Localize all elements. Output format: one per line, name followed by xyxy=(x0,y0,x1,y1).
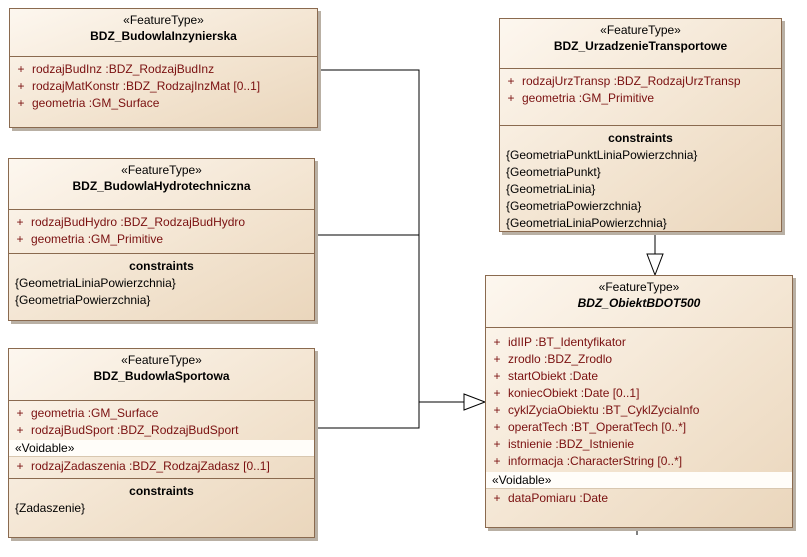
voidable-label: «Voidable» xyxy=(9,440,314,457)
class-box-budowla-inzynierska[interactable]: «FeatureType» BDZ_BudowlaInzynierska +ro… xyxy=(9,8,318,128)
attribute-list: +geometria :GM_Surface +rodzajBudSport :… xyxy=(9,401,314,440)
class-box-budowla-sportowa[interactable]: «FeatureType» BDZ_BudowlaSportowa +geome… xyxy=(8,348,315,538)
constraints-title: constraints xyxy=(129,484,194,498)
constraint-row: {GeometriaLinia} xyxy=(506,182,596,196)
class-header: «FeatureType» BDZ_BudowlaSportowa xyxy=(9,349,314,401)
constraint-row: {GeometriaPowierzchnia} xyxy=(15,293,151,307)
attribute-row: +geometria :GM_Primitive xyxy=(507,91,655,105)
generalization-line-sportowa xyxy=(315,402,420,429)
attribute-row: +geometria :GM_Surface xyxy=(17,96,160,110)
class-name: BDZ_BudowlaInzynierska xyxy=(90,29,237,43)
constraints-title: constraints xyxy=(608,131,673,145)
attribute-row: +rodzajBudInz :BDZ_RodzajBudInz xyxy=(17,62,215,76)
class-header: «FeatureType» BDZ_UrzadzenieTransportowe xyxy=(500,19,781,69)
constraint-row: {GeometriaLiniaPowierzchnia} xyxy=(506,216,667,230)
stereotype-label: «FeatureType» xyxy=(598,280,680,294)
class-header: «FeatureType» BDZ_BudowlaInzynierska xyxy=(10,9,317,57)
voidable-attribute-list: +dataPomiaru :Date xyxy=(486,489,792,510)
attribute-row: +dataPomiaru :Date xyxy=(493,491,609,505)
class-box-urzadzenie-transportowe[interactable]: «FeatureType» BDZ_UrzadzenieTransportowe… xyxy=(499,18,782,232)
attribute-list: +rodzajUrzTransp :BDZ_RodzajUrzTransp +g… xyxy=(500,69,781,125)
stereotype-label: «FeatureType» xyxy=(123,13,204,27)
class-name: BDZ_ObiektBDOT500 xyxy=(577,296,701,310)
attribute-row: +rodzajBudHydro :BDZ_RodzajBudHydro xyxy=(16,215,246,229)
attribute-row: +geometria :GM_Primitive xyxy=(16,232,164,246)
generalization-arrowhead-left xyxy=(463,393,487,411)
class-box-budowla-hydrotechniczna[interactable]: «FeatureType» BDZ_BudowlaHydrotechniczna… xyxy=(8,158,315,321)
attribute-row: +rodzajMatKonstr :BDZ_RodzajInzMat [0..1… xyxy=(17,79,261,93)
constraints-title: constraints xyxy=(129,259,194,273)
attribute-row: +geometria :GM_Surface xyxy=(16,406,159,420)
attribute-row: +koniecObiekt :Date [0..1] xyxy=(493,386,640,400)
class-box-obiekt-bdot500[interactable]: «FeatureType» BDZ_ObiektBDOT500 +idIIP :… xyxy=(485,275,793,528)
attribute-row: +rodzajZadaszenia :BDZ_RodzajZadasz [0..… xyxy=(16,459,270,473)
voidable-label: «Voidable» xyxy=(486,472,792,489)
generalization-arrowhead-top xyxy=(646,253,664,277)
constraints-section: constraints {Zadaszenie} xyxy=(9,478,314,521)
attribute-row: +zrodlo :BDZ_Zrodlo xyxy=(493,352,613,366)
attribute-row: +rodzajBudSport :BDZ_RodzajBudSport xyxy=(16,423,239,437)
attribute-row: +startObiekt :Date xyxy=(493,369,599,383)
constraints-section: constraints {GeometriaPunktLiniaPowierzc… xyxy=(500,125,781,236)
class-name: BDZ_BudowlaSportowa xyxy=(93,369,230,383)
generalization-line-inzynierska xyxy=(318,69,420,402)
attribute-list: +rodzajBudHydro :BDZ_RodzajBudHydro +geo… xyxy=(9,210,314,253)
attribute-row: +idIIP :BT_Identyfikator xyxy=(493,335,626,349)
constraint-row: {GeometriaPunkt} xyxy=(506,165,601,179)
constraints-section: constraints {GeometriaLiniaPowierzchnia}… xyxy=(9,253,314,313)
voidable-attribute-list: +rodzajZadaszenia :BDZ_RodzajZadasz [0..… xyxy=(9,457,314,478)
class-name: BDZ_UrzadzenieTransportowe xyxy=(553,39,728,53)
attribute-row: +istnienie :BDZ_Istnienie xyxy=(493,437,635,451)
constraint-row: {GeometriaPunktLiniaPowierzchnia} xyxy=(506,148,698,162)
constraint-row: {Zadaszenie} xyxy=(15,501,86,515)
class-header: «FeatureType» BDZ_BudowlaHydrotechniczna xyxy=(9,159,314,210)
attribute-list: +idIIP :BT_Identyfikator +zrodlo :BDZ_Zr… xyxy=(486,328,792,472)
class-header: «FeatureType» BDZ_ObiektBDOT500 xyxy=(486,276,792,328)
attribute-row: +rodzajUrzTransp :BDZ_RodzajUrzTransp xyxy=(507,74,741,88)
stereotype-label: «FeatureType» xyxy=(121,353,202,367)
attribute-list: +rodzajBudInz :BDZ_RodzajBudInz +rodzajM… xyxy=(10,57,317,115)
class-name: BDZ_BudowlaHydrotechniczna xyxy=(72,179,251,193)
attribute-row: +operatTech :BT_OperatTech [0..*] xyxy=(493,420,687,434)
stereotype-label: «FeatureType» xyxy=(121,163,202,177)
constraint-row: {GeometriaLiniaPowierzchnia} xyxy=(15,276,176,290)
stereotype-label: «FeatureType» xyxy=(600,23,681,37)
attribute-row: +informacja :CharacterString [0..*] xyxy=(493,454,683,468)
constraint-row: {GeometriaPowierzchnia} xyxy=(506,199,642,213)
attribute-row: +cyklZyciaObiektu :BT_CyklZyciaInfo xyxy=(493,403,700,417)
